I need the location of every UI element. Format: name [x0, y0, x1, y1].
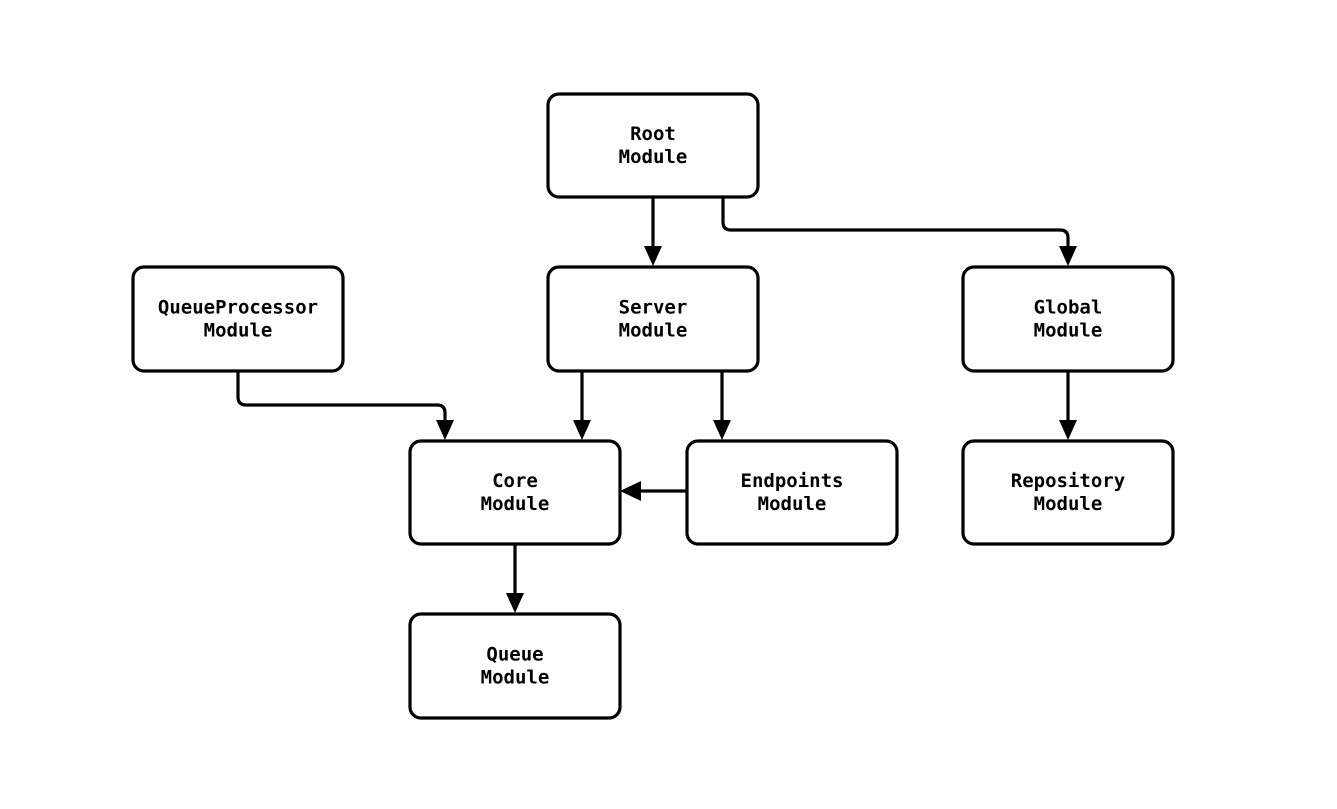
edge-line — [236, 371, 447, 426]
node-label-line2: Module — [481, 667, 550, 689]
node-label-line2: Module — [758, 493, 827, 515]
node-label-line2: Module — [619, 320, 688, 342]
node-label-line1: QueueProcessor — [158, 297, 318, 319]
edge-core-to-queue — [506, 544, 524, 613]
node-box[interactable] — [408, 439, 622, 546]
node-label-line2: Module — [1034, 493, 1103, 515]
edge-endpoints-to-core — [620, 481, 687, 501]
arrowhead-icon — [1059, 420, 1077, 440]
node-label-line1: Core — [492, 470, 538, 492]
node-box[interactable] — [546, 92, 760, 199]
node-label-line1: Server — [619, 297, 688, 319]
arrowhead-icon — [644, 246, 662, 266]
arrowhead-icon — [620, 481, 641, 501]
node-box[interactable] — [961, 439, 1175, 546]
node-label-line1: Repository — [1011, 470, 1125, 492]
node-box[interactable] — [546, 265, 760, 373]
edge-queueprocessor-to-core — [236, 371, 454, 440]
node-label-line1: Endpoints — [741, 470, 844, 492]
node-box[interactable] — [961, 265, 1175, 373]
arrowhead-icon — [436, 420, 454, 440]
arrowhead-icon — [506, 593, 524, 613]
node-label-line2: Module — [619, 146, 688, 168]
edge-server-to-endpoints — [713, 371, 731, 440]
node-label-line2: Module — [1034, 320, 1103, 342]
edge-root-to-server — [644, 197, 662, 266]
node-label-line2: Module — [481, 493, 550, 515]
arrowhead-icon — [713, 420, 731, 440]
arrowhead-icon — [1059, 246, 1077, 266]
node-label-line2: Module — [204, 320, 273, 342]
node-box[interactable] — [131, 265, 345, 373]
arrowhead-icon — [573, 420, 591, 440]
edge-global-to-repository — [1059, 371, 1077, 440]
edge-line — [721, 197, 1070, 252]
edge-root-to-global — [721, 197, 1077, 266]
node-label-line1: Root — [630, 123, 676, 145]
node-box[interactable] — [408, 612, 622, 720]
nodes-layer: RootModuleQueueProcessorModuleServerModu… — [131, 92, 1175, 720]
node-box[interactable] — [685, 439, 899, 546]
edges-layer — [236, 197, 1077, 613]
node-label-line1: Queue — [486, 644, 543, 666]
edge-server-to-core — [573, 371, 591, 440]
node-label-line1: Global — [1034, 297, 1103, 319]
